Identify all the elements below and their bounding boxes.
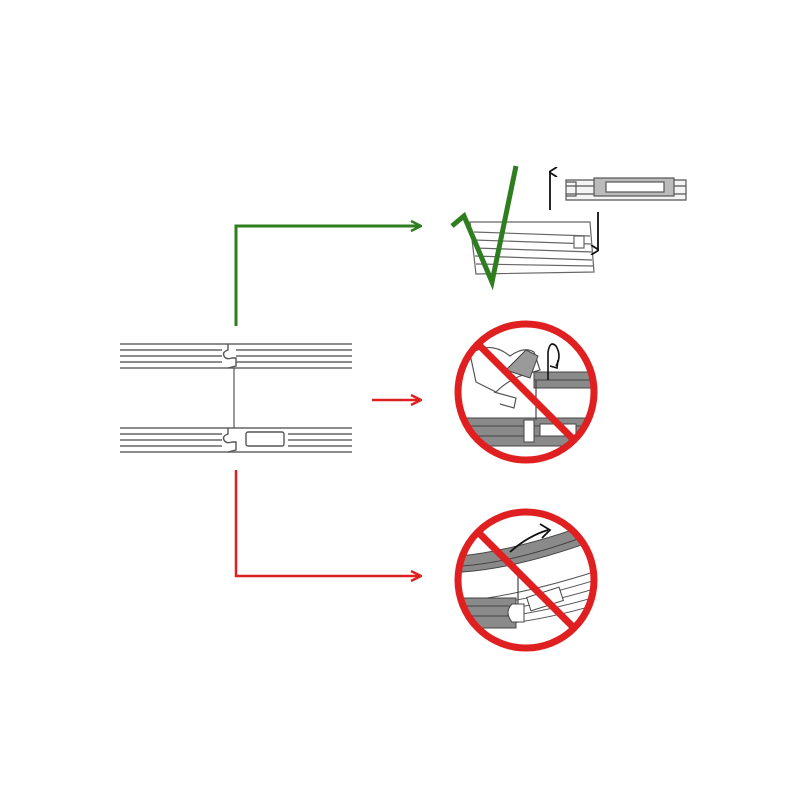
curved-arrow-icon xyxy=(509,529,549,553)
curved-arrow-icon xyxy=(547,343,560,380)
tilted-panel xyxy=(469,221,595,275)
arrow-to-wrong-2 xyxy=(234,470,420,576)
check-mark-icon xyxy=(450,165,519,291)
outcome-wrong-twist xyxy=(454,320,598,464)
connector-clip xyxy=(245,431,285,447)
prohibition-sign-icon xyxy=(454,320,598,464)
outcome-wrong-bend xyxy=(454,508,598,652)
prohibition-sign-icon xyxy=(454,508,598,652)
arrow-to-correct xyxy=(234,226,420,326)
joint-connector-bottom xyxy=(222,428,288,453)
upper-panel xyxy=(565,177,687,201)
bent-panel xyxy=(459,519,594,573)
outcome-correct xyxy=(450,165,687,291)
joint-connector-top xyxy=(222,344,237,369)
